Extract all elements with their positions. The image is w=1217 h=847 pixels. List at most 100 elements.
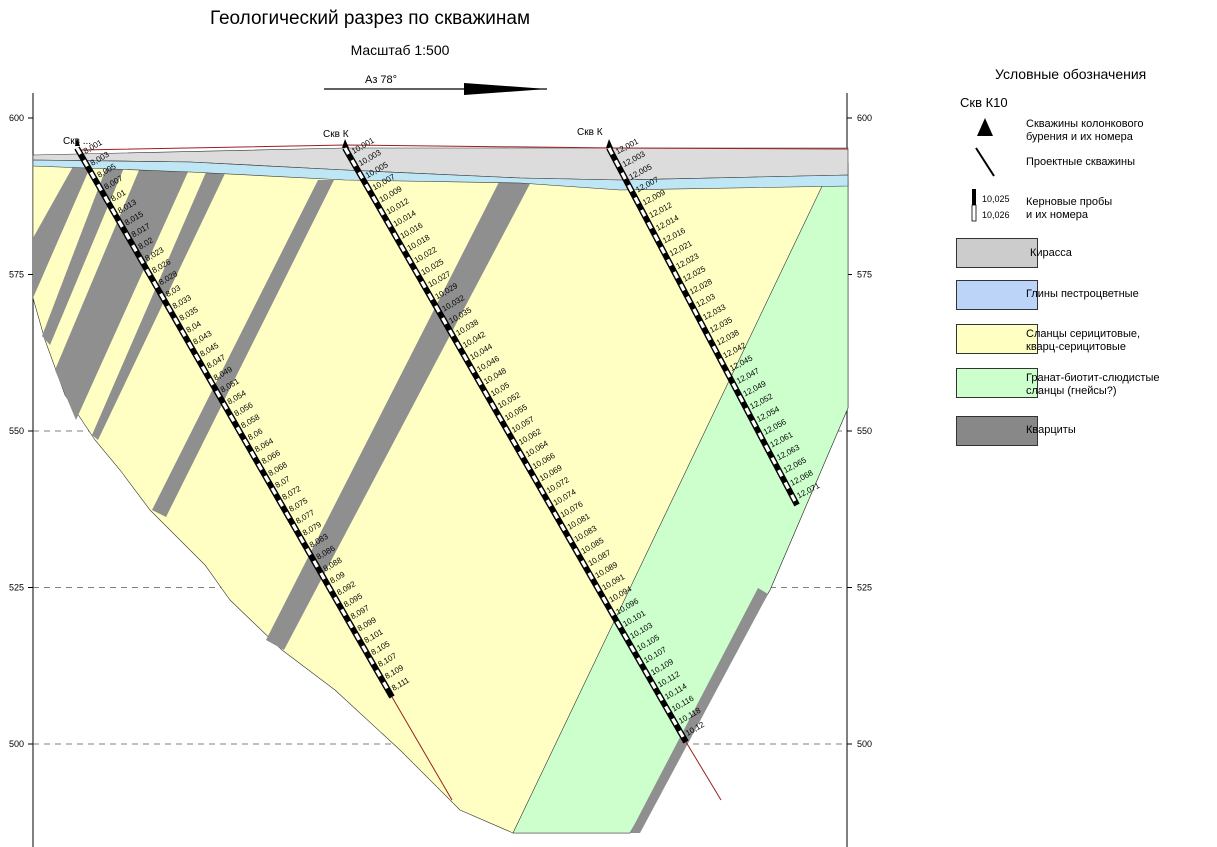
core-sample-interval: [664, 705, 671, 714]
core-sample-interval: [441, 317, 448, 325]
core-sample-interval: [221, 402, 229, 410]
well-marker-icon: [75, 138, 80, 146]
core-sample-interval: [751, 419, 758, 428]
tick-label: 525: [9, 583, 24, 593]
core-sample-interval: [731, 382, 738, 391]
core-sample-interval: [131, 244, 138, 253]
schist-swatch: [956, 324, 1038, 354]
core-sample-interval: [350, 159, 357, 168]
core-sample-interval: [448, 329, 455, 337]
core-sample-interval: [420, 280, 427, 289]
core-sample-interval: [476, 377, 483, 386]
core-sample-interval: [587, 572, 594, 580]
tick-label: 525: [857, 583, 872, 593]
legend-label: Глины пестроцветные: [1026, 288, 1139, 300]
core-sample-interval: [594, 584, 601, 592]
core-sample-interval: [607, 147, 614, 155]
core-well-icon: [977, 118, 993, 136]
core-sample-interval: [207, 377, 215, 386]
tick-label: 600: [857, 113, 872, 123]
core-sample-interval: [333, 596, 340, 605]
core-sample-interval: [614, 159, 621, 168]
design-extension: [685, 741, 722, 801]
core-sample-interval: [194, 353, 201, 362]
scale-label: Масштаб 1:500: [350, 42, 450, 58]
core-sample-interval: [657, 693, 664, 702]
legend-well-example: Скв К10: [960, 95, 1008, 110]
core-sample-interval: [620, 172, 627, 180]
core-sample-interval: [347, 620, 354, 629]
core-sample-interval: [718, 357, 725, 366]
core-sample-interval: [235, 426, 243, 435]
core-sample-interval: [284, 511, 291, 520]
core-sample-interval: [298, 535, 305, 544]
core-sample-interval: [455, 341, 462, 350]
core-sample-interval: [228, 414, 236, 423]
quartzite-band: [92, 163, 230, 440]
design-extension: [391, 696, 453, 801]
core-sample-interval: [319, 572, 326, 580]
core-sample-interval: [679, 283, 686, 292]
core-sample-interval: [145, 268, 152, 277]
well-label: Скв ...: [63, 136, 91, 147]
core-sample-interval: [531, 475, 539, 483]
quartzite-swatch: [956, 416, 1038, 446]
well-marker-icon: [342, 139, 349, 148]
azimuth-arrow: Аз 78°: [324, 74, 547, 95]
core-sample-interval: [615, 620, 622, 629]
core-sample-interval: [559, 523, 566, 532]
core-sample-interval: [201, 365, 208, 374]
core-sample-interval: [166, 305, 173, 313]
core-sample-interval: [305, 547, 312, 556]
core-sample-interval: [483, 390, 490, 398]
core-sample-interval: [378, 207, 385, 216]
core-sample-interval: [640, 209, 647, 217]
core-sample-interval: [552, 511, 559, 520]
quartzite-band: [266, 180, 532, 650]
core-sample-interval: [489, 402, 497, 410]
legend-label: Керновые пробы и их номера: [1026, 196, 1113, 221]
legend-label: Проектные скважины: [1026, 156, 1136, 168]
legend-title: Условные обозначения: [995, 66, 1147, 82]
clay-swatch: [956, 280, 1038, 310]
core-sample-interval: [82, 159, 89, 168]
quartzite-band: [55, 163, 192, 420]
core-sample-interval: [627, 184, 634, 193]
core-sample-interval: [277, 499, 284, 508]
core-sample-interval: [692, 308, 699, 316]
core-sample-interval: [646, 221, 653, 230]
core-sample-interval: [545, 499, 553, 507]
legend-label: Гранат-биотит-слюдистые сланцы (гнейсы?): [1026, 372, 1160, 397]
gneiss-swatch: [956, 368, 1038, 398]
core-sample-interval: [256, 462, 264, 471]
core-sample-interval: [385, 220, 392, 228]
core-sample-interval: [524, 462, 532, 471]
core-sample-interval: [601, 596, 608, 605]
core-sample-interval: [744, 407, 751, 416]
core-sample-interval: [503, 426, 511, 435]
design-well-icon: [975, 147, 995, 177]
core-sample-interval: [573, 547, 580, 556]
core-sample-interval: [89, 171, 96, 180]
tick-label: 575: [9, 270, 24, 280]
legend: Условные обозначения Скв К10 Скважины ко…: [950, 60, 1210, 460]
page-title: Геологический разрез по скважинам: [209, 8, 531, 29]
core-sample-interval: [510, 438, 518, 447]
core-sample-interval: [263, 475, 270, 483]
core-sample-interval: [517, 450, 525, 459]
core-sample-interval: [650, 681, 657, 690]
core-sample-interval: [622, 632, 629, 641]
core-sample-interval: [580, 560, 587, 568]
core-sample-interval: [462, 353, 469, 362]
tick-label: 575: [857, 270, 872, 280]
core-sample-interval: [242, 438, 250, 447]
well-trace: [74, 146, 395, 699]
core-sample-interval: [783, 481, 790, 490]
core-sample-interval: [738, 395, 745, 403]
core-sample-interval: [399, 244, 406, 252]
surface-line: [79, 144, 849, 151]
legend-label: Сланцы серицитовые, кварц-серицитовые: [1026, 328, 1141, 353]
core-sample-interval: [312, 560, 319, 568]
core-sample-interval: [633, 196, 640, 205]
